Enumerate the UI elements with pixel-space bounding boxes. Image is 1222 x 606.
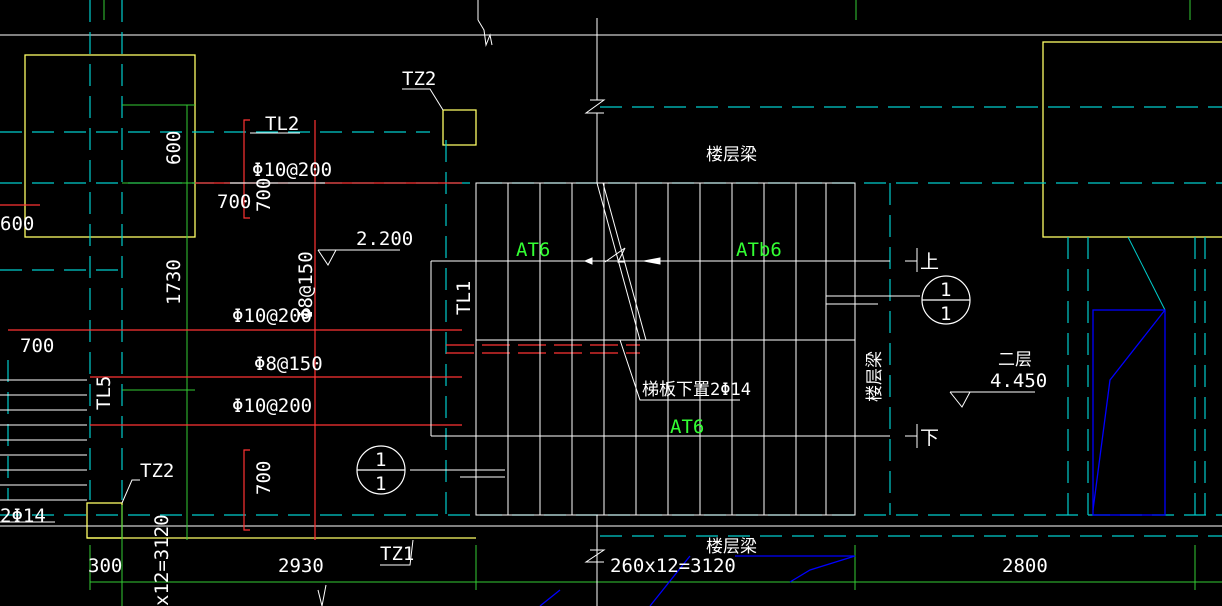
label-dim-700-bottom: 700	[253, 461, 275, 495]
label-tz2-top: TZ2	[402, 68, 436, 90]
label-dim-700-v: 700	[253, 178, 275, 212]
label-tz1: TZ1	[380, 543, 414, 565]
note-leader	[619, 339, 740, 401]
arrow-head-2	[643, 257, 661, 265]
label-section-right-bottom: 1	[940, 303, 951, 325]
label-floor-beam-bottom: 楼层梁	[706, 537, 757, 557]
label-at6-bottom: AT6	[670, 416, 704, 438]
label-slab-note: 梯板下置2Φ14	[642, 380, 751, 400]
tz1-leader	[380, 539, 414, 566]
bottom-break-zig-2	[317, 584, 327, 606]
label-section-right-top: 1	[940, 279, 951, 301]
label-atb6: ATb6	[736, 239, 782, 261]
label-tz2-left: TZ2	[140, 460, 174, 482]
label-section-left-top: 1	[375, 449, 386, 471]
blue-poly	[1092, 309, 1166, 511]
label-dim-left-edge: 600	[0, 213, 34, 235]
label-dim-700-h: 700	[217, 191, 251, 213]
rebar-lines	[0, 119, 640, 540]
label-second-floor: 二层	[998, 350, 1032, 370]
label-dim-2930: 2930	[278, 555, 324, 577]
label-dim-300: 300	[88, 555, 122, 577]
dimension-lines	[89, 0, 1222, 606]
label-dim-600: 600	[163, 131, 185, 165]
label-shang: 上	[920, 251, 939, 273]
break-top-zigzag	[477, 19, 493, 47]
label-rebar-vertical: Φ8@150	[295, 251, 317, 320]
label-left-note: 2Φ14	[0, 505, 46, 527]
break-center-zig	[584, 99, 606, 183]
axis-lines	[0, 0, 1222, 537]
tz2-top-column	[442, 109, 477, 146]
label-dim-260x12: 260x12=3120	[610, 555, 736, 577]
column-outlines	[0, 34, 1222, 539]
level-2200-mark	[317, 249, 400, 266]
label-tl2: TL2	[265, 113, 299, 135]
blue-bottom-3	[649, 555, 691, 606]
label-tl5: TL5	[93, 376, 115, 410]
arrow-head-1	[583, 257, 593, 265]
blue-bottom-4	[539, 589, 561, 606]
stair-break	[604, 247, 626, 263]
label-section-left-bottom: 1	[375, 473, 386, 495]
blue-elements	[539, 309, 1166, 606]
column-top-left	[24, 54, 196, 238]
label-rebar-mid: Φ10@200	[232, 305, 312, 327]
label-level-2200: 2.200	[356, 228, 413, 250]
label-tl1: TL1	[453, 281, 475, 315]
stair-outline	[475, 182, 856, 516]
right-cyan-diag	[1127, 236, 1166, 311]
label-dim-2800: 2800	[1002, 555, 1048, 577]
text-labels: TZ2 TL2 楼层梁 Φ10@200 600 700 700 2.200 AT…	[0, 68, 1048, 606]
label-dim-1730: 1730	[163, 259, 185, 305]
tz2-leader	[402, 88, 444, 111]
rebar-bracket-top	[243, 119, 250, 219]
bottom-break-zig	[584, 549, 606, 563]
blue-bottom-2	[789, 555, 856, 583]
label-rebar-top: Φ10@200	[252, 159, 332, 181]
column-top-right	[1042, 41, 1222, 238]
blue-rect	[1092, 309, 1166, 516]
label-floor-beam-top: 楼层梁	[706, 145, 757, 165]
label-floor-beam-mid: 楼层梁	[865, 351, 885, 402]
label-rebar-bottom: Φ10@200	[232, 395, 312, 417]
label-xia: 下	[920, 427, 939, 449]
tz2-left-leader	[121, 479, 140, 504]
rebar-bracket-bottom	[243, 449, 250, 531]
level-4450-mark	[949, 391, 1035, 408]
label-dim-3120-vertical: x12=3120	[151, 514, 173, 606]
label-level-4450: 4.450	[990, 370, 1047, 392]
section-markers	[356, 275, 971, 495]
label-rebar-phi8: Φ8@150	[254, 353, 323, 375]
label-dim-700-left: 700	[20, 335, 54, 357]
label-at6-left: AT6	[516, 239, 550, 261]
stair-lines	[0, 0, 1166, 606]
tz2-left-column	[86, 502, 123, 539]
